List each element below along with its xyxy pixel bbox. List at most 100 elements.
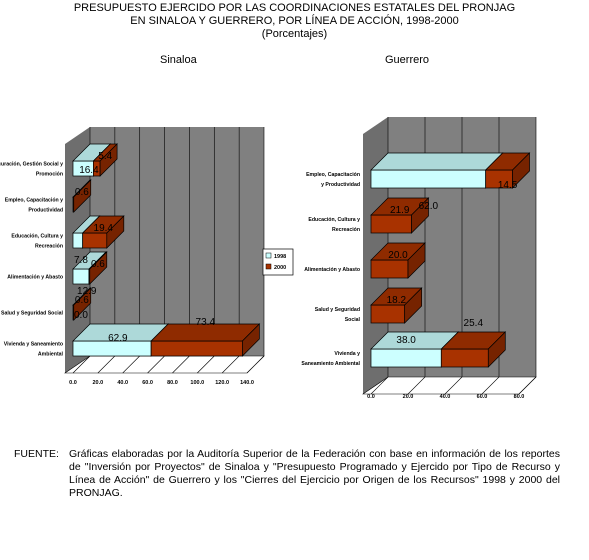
bar-2000: [370, 259, 409, 279]
category-label: Productividad: [28, 208, 63, 214]
category-label: Educación, Cultura y: [11, 234, 63, 240]
legend-swatch-1998: [265, 252, 272, 259]
bar-2000-side: [487, 331, 506, 368]
x-tick-label: 20.0: [403, 394, 414, 400]
floor-tick: [122, 355, 140, 374]
data-label-2000: 0.6: [75, 295, 89, 306]
x-tick-label: 60.0: [142, 380, 153, 386]
data-label-2000: 5.4: [98, 151, 112, 162]
bar-2000-side: [73, 287, 92, 321]
chart-back-wall: [90, 127, 264, 356]
bar-2000-side: [89, 251, 108, 285]
legend-label-2000: 2000: [274, 265, 286, 271]
data-label-2000: 20.0: [388, 250, 408, 261]
category-label: y Productividad: [321, 182, 360, 188]
source-label: FUENTE:: [14, 448, 59, 460]
floor-tick: [147, 355, 165, 374]
chart-title-line2: EN SINALOA Y GUERRERO, POR LÍNEA DE ACCI…: [130, 15, 459, 27]
category-label: Saneamiento Ambiental: [301, 361, 360, 367]
floor-tick: [97, 355, 116, 374]
bar-2000: [82, 232, 108, 249]
category-label: Social: [345, 317, 361, 323]
x-tick-label: 20.0: [92, 380, 103, 386]
data-label-1998: 38.0: [396, 335, 416, 346]
x-tick-label: 40.0: [117, 380, 128, 386]
bar-2000-side: [106, 215, 125, 249]
bar-2000-side: [242, 323, 260, 357]
category-label: Alimentación y Abasto: [7, 275, 63, 281]
bar-2000-side: [99, 143, 118, 177]
floor-tick: [518, 376, 537, 395]
bar-2000-side: [73, 179, 92, 213]
bar-1998: [72, 268, 90, 285]
bar-2000: [370, 214, 412, 234]
data-label-1998: 62.9: [108, 333, 128, 344]
x-tick-label: 40.0: [440, 394, 451, 400]
category-label: Promoción: [36, 172, 63, 178]
bar-1998: [72, 232, 84, 249]
category-label: Salud y Seguridad: [315, 307, 360, 313]
category-label: Recreación: [332, 227, 360, 233]
data-label-2000: 0.6: [75, 187, 89, 198]
subtitle-guerrero: Guerrero: [385, 54, 430, 66]
category-label: Empleo, Capacitación y: [5, 198, 63, 204]
bar-2000: [150, 340, 243, 357]
legend-label-1998: 1998: [274, 254, 286, 260]
bar-2000-side: [404, 287, 423, 324]
legend-box: [262, 248, 294, 276]
data-label-2000: 0.6: [91, 259, 105, 270]
legend-swatch-2000: [265, 263, 272, 270]
bar-2000: [370, 304, 406, 324]
floor-tick: [481, 376, 500, 395]
bar-1998-top: [370, 152, 504, 171]
bar-2000-side: [411, 197, 429, 234]
data-label-2000: 14.5: [498, 180, 518, 191]
data-label-1998: 0.0: [74, 310, 88, 321]
x-tick-label: 0.0: [367, 394, 375, 400]
floor-tick: [370, 376, 389, 395]
x-tick-label: 0.0: [69, 380, 77, 386]
source-text: Gráficas elaboradas por la Auditoría Sup…: [69, 448, 560, 499]
charts-canvas: 0.0 20.0 40.0 60.0 80.0 100.0 120.0 140.0 Vivien…: [0, 117, 537, 400]
category-label: Procuración, Gestión Social y: [0, 162, 63, 168]
bar-1998: [370, 348, 442, 368]
data-label-1998: 7.8: [74, 255, 88, 266]
subtitle-sinaloa: Sinaloa: [160, 54, 197, 66]
x-tick-label: 120.0: [215, 380, 229, 386]
category-label: Ambiental: [38, 352, 64, 358]
floor-tick: [172, 355, 190, 374]
bar-2000: [440, 348, 489, 368]
category-label: Vivienda y: [334, 351, 360, 357]
category-label: Vivienda y Saneamiento: [4, 342, 63, 348]
bar-1998: [370, 169, 487, 189]
x-tick-label: 140.0: [240, 380, 254, 386]
x-tick-label: 80.0: [514, 394, 525, 400]
data-label-2000: 25.4: [464, 318, 484, 329]
floor-tick: [407, 376, 426, 395]
floor-tick: [246, 355, 265, 374]
data-label-1998: 12.9: [77, 286, 97, 297]
category-label: Empleo, Capacitación: [306, 172, 360, 178]
bar-2000-side: [407, 242, 426, 279]
chart-floor: [362, 376, 537, 395]
data-label-1998: 16.4: [79, 165, 99, 176]
data-label-2000: 19.4: [94, 223, 114, 234]
category-label: Salud y Seguridad Social: [1, 311, 64, 317]
data-label-2000: 18.2: [387, 295, 407, 306]
x-tick-label: 80.0: [167, 380, 178, 386]
category-label: Recreación: [35, 244, 63, 250]
chart-floor: [64, 355, 265, 374]
floor-tick: [197, 355, 215, 374]
chart-title-line3: (Porcentajes): [261, 28, 328, 40]
floor-tick: [72, 355, 91, 374]
floor-tick: [444, 376, 463, 395]
x-tick-label: 60.0: [477, 394, 488, 400]
data-label-2000: 21.9: [390, 205, 410, 216]
floor-tick: [221, 355, 240, 374]
data-label-1998: 62.0: [419, 201, 439, 212]
category-label: Educación, Cultura y: [308, 217, 360, 223]
data-label-2000: 73.4: [196, 317, 216, 328]
chart-title-line1: PRESUPUESTO EJERCIDO POR LAS COORDINACIO…: [73, 2, 516, 14]
x-tick-label: 100.0: [190, 380, 204, 386]
bar-2000-side: [512, 152, 530, 189]
